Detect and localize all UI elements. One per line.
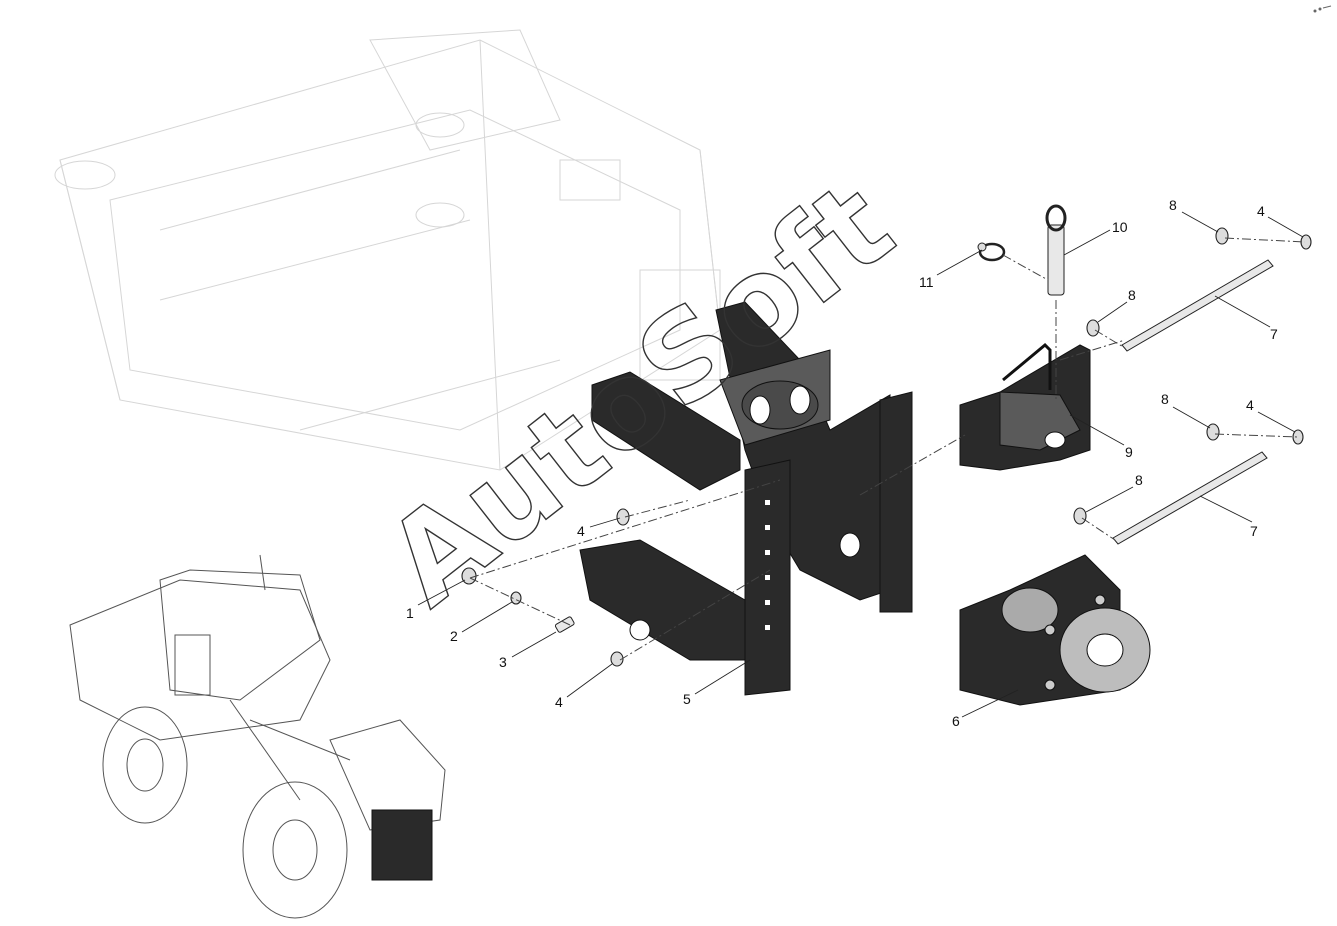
leader-lines bbox=[417, 211, 1304, 718]
callout-5: 5 bbox=[683, 691, 691, 707]
hook-coupling-part-6 bbox=[959, 554, 1151, 706]
rod-lower-part-7 bbox=[1112, 451, 1268, 545]
callout-3: 3 bbox=[499, 654, 507, 670]
linch-pin-part-11 bbox=[977, 242, 1006, 262]
callout-10: 10 bbox=[1112, 219, 1128, 235]
callout-11: 11 bbox=[919, 274, 934, 290]
circlip-lower-left bbox=[1206, 423, 1220, 441]
pin-part-10 bbox=[1045, 204, 1067, 296]
callout-9: 9 bbox=[1125, 444, 1133, 460]
callout-4-frame-bottom: 4 bbox=[555, 694, 563, 710]
callout-4-lower-right: 4 bbox=[1246, 397, 1254, 413]
assembly-axis-lines bbox=[469, 237, 1306, 661]
callout-8-upper-left: 8 bbox=[1169, 197, 1177, 213]
callout-8-lower-rod: 8 bbox=[1135, 472, 1143, 488]
callout-1: 1 bbox=[406, 605, 414, 621]
hitch-frame-part-5 bbox=[579, 301, 913, 696]
callout-4-upper-right: 4 bbox=[1257, 203, 1265, 219]
callout-6: 6 bbox=[952, 713, 960, 729]
circlip-upper-left bbox=[1215, 227, 1229, 245]
callout-2: 2 bbox=[450, 628, 458, 644]
washer-lower-right bbox=[1292, 429, 1304, 445]
corner-mark bbox=[1313, 5, 1332, 13]
washer-frame-top bbox=[616, 508, 630, 526]
callout-4-frame-top: 4 bbox=[577, 523, 585, 539]
washer-frame-bottom bbox=[610, 651, 624, 667]
tractor-locator-view bbox=[69, 554, 446, 919]
callout-labels: 1 2 3 4 4 4 4 5 6 7 7 8 8 8 8 9 10 11 bbox=[406, 197, 1278, 729]
callout-7-lower: 7 bbox=[1250, 523, 1258, 539]
callout-8-lower-left: 8 bbox=[1161, 391, 1169, 407]
callout-8-upper-rod: 8 bbox=[1128, 287, 1136, 303]
rod-upper-part-7 bbox=[1121, 259, 1274, 352]
circlip-lower-rod-end bbox=[1073, 507, 1087, 525]
hardware-items bbox=[461, 227, 1312, 667]
bolt-part-3 bbox=[554, 616, 575, 633]
ghost-vehicle-frame bbox=[54, 29, 721, 471]
callout-7-upper: 7 bbox=[1270, 326, 1278, 342]
slider-bracket-part-9 bbox=[959, 342, 1091, 471]
circlip-upper-rod-end bbox=[1086, 319, 1100, 337]
